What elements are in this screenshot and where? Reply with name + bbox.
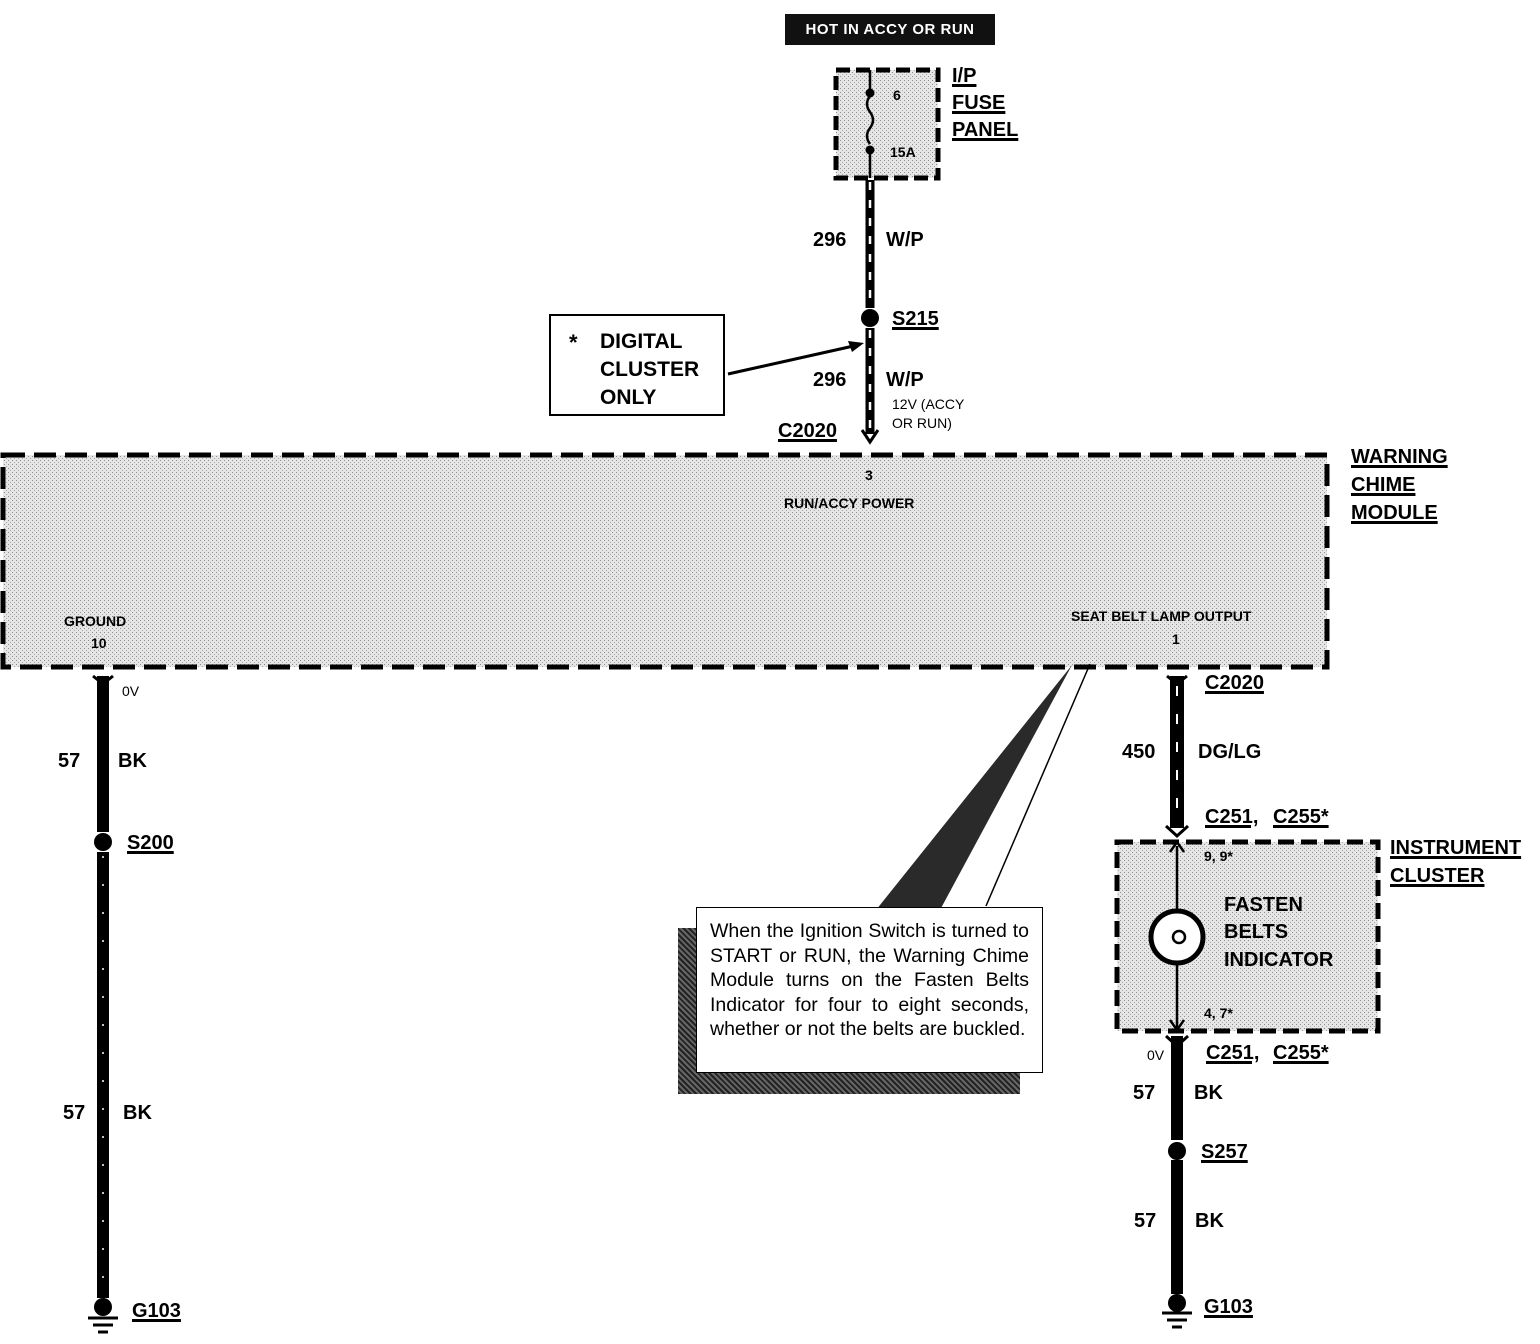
digital-cluster-note-box: * DIGITAL CLUSTER ONLY — [549, 314, 725, 416]
fuse-terminal-bottom — [865, 145, 875, 155]
cluster-connector-b-bottom: C255* — [1273, 1042, 1329, 1064]
cluster-name-line2: CLUSTER — [1390, 865, 1485, 887]
fuse-number: 6 — [893, 87, 901, 103]
ground-g103-left-icon — [88, 1298, 118, 1334]
color-wp-top: W/P — [886, 229, 924, 251]
connector-c251-top-icon — [1164, 824, 1190, 839]
module-name-line3: MODULE — [1351, 502, 1438, 524]
voltage-note-line1: 12V (ACCY — [892, 396, 965, 412]
color-bk-left-bottom: BK — [123, 1102, 152, 1124]
color-wp-bottom: W/P — [886, 369, 924, 391]
color-bk-right-mid: BK — [1194, 1082, 1223, 1104]
circuit-296-bottom: 296 — [813, 369, 847, 391]
splice-s200-label: S200 — [127, 832, 174, 854]
right-ground-voltage: 0V — [1147, 1047, 1165, 1063]
lamp-filament-icon — [1171, 929, 1187, 945]
ground-left-voltage: 0V — [122, 683, 140, 699]
module-pin3-number: 3 — [865, 467, 873, 483]
note-callout-wedge — [876, 665, 1072, 910]
module-pin1-label: SEAT BELT LAMP OUTPUT — [1071, 608, 1252, 624]
fasten-belts-lamp-icon — [1148, 908, 1206, 966]
fuse-element-icon — [865, 95, 875, 145]
note-callout-line — [985, 663, 1091, 907]
color-dglg: DG/LG — [1198, 741, 1262, 763]
digital-note-arrowhead — [848, 341, 864, 352]
cluster-pins-top: 9, 9* — [1204, 848, 1233, 864]
ground-g103-right-label: G103 — [1204, 1296, 1253, 1318]
digital-note-star: * — [569, 330, 578, 355]
digital-note-pointer — [727, 343, 859, 376]
cluster-lead-arrow-bottom — [1168, 1019, 1186, 1033]
circuit-57-right-low: 57 — [1134, 1210, 1157, 1232]
color-bk-right-low: BK — [1195, 1210, 1224, 1232]
connector-c251-bottom-icon — [1164, 1034, 1190, 1049]
splice-s200-dot — [94, 833, 112, 851]
operation-note-box: When the Ignition Switch is turned to ST… — [696, 907, 1043, 1073]
connector-c2020-top-icon — [860, 429, 880, 445]
color-bk-left-top: BK — [118, 750, 147, 772]
circuit-57-left-bottom: 57 — [63, 1102, 86, 1124]
digital-note-line3: ONLY — [600, 386, 657, 409]
indicator-label-line1: FASTEN — [1224, 894, 1303, 916]
operation-note-text: When the Ignition Switch is turned to ST… — [710, 920, 1029, 1040]
hot-in-accy-or-run-banner: HOT IN ACCY OR RUN — [785, 14, 995, 45]
fuse-panel-label-line2: FUSE — [952, 92, 1006, 114]
fuse-panel-label-line3: PANEL — [952, 119, 1019, 141]
cluster-connector-a-bottom: C251, — [1206, 1042, 1260, 1064]
fuse-rating: 15A — [890, 144, 916, 160]
connector-c2020-bottom-icon — [1166, 674, 1188, 686]
module-pin1-number: 1 — [1172, 631, 1180, 647]
module-pin3-label: RUN/ACCY POWER — [784, 495, 915, 511]
digital-note-line2: CLUSTER — [600, 358, 700, 381]
connector-pin10-icon — [92, 674, 114, 686]
indicator-label-line2: BELTS — [1224, 921, 1289, 943]
cluster-connector-a-top: C251, — [1205, 806, 1259, 828]
connector-c2020-top-label: C2020 — [778, 420, 837, 442]
fuse-panel-label-line1: I/P — [952, 65, 977, 87]
digital-note-text: DIGITAL CLUSTER ONLY — [600, 328, 720, 412]
cluster-name-line1: INSTRUMENT — [1390, 837, 1522, 859]
splice-s257-label: S257 — [1201, 1141, 1248, 1163]
fuse-panel-box — [833, 67, 941, 181]
circuit-57-right-mid: 57 — [1133, 1082, 1156, 1104]
indicator-label-line3: INDICATOR — [1224, 949, 1334, 971]
module-name-line1: WARNING — [1351, 446, 1448, 468]
voltage-note-line2: OR RUN) — [892, 415, 952, 431]
cluster-connector-b-top: C255* — [1273, 806, 1329, 828]
fuse-terminal-top — [865, 88, 875, 98]
warning-chime-module-box — [0, 452, 1330, 670]
module-pin10-label: GROUND — [64, 613, 127, 629]
circuit-450: 450 — [1122, 741, 1156, 763]
circuit-57-left-top: 57 — [58, 750, 81, 772]
circuit-296-top: 296 — [813, 229, 847, 251]
ground-g103-right-icon — [1162, 1294, 1192, 1329]
module-name-line2: CHIME — [1351, 474, 1416, 496]
ground-g103-left-label: G103 — [132, 1300, 181, 1322]
digital-note-line1: DIGITAL — [600, 330, 683, 353]
splice-s215-label: S215 — [892, 308, 939, 330]
module-pin10-number: 10 — [91, 635, 107, 651]
cluster-lead-arrow-top — [1168, 839, 1186, 853]
splice-s257-dot — [1168, 1142, 1186, 1160]
cluster-pins-bottom: 4, 7* — [1204, 1005, 1233, 1021]
connector-c2020-bottom-label: C2020 — [1205, 672, 1264, 694]
splice-s215-dot — [861, 309, 879, 327]
